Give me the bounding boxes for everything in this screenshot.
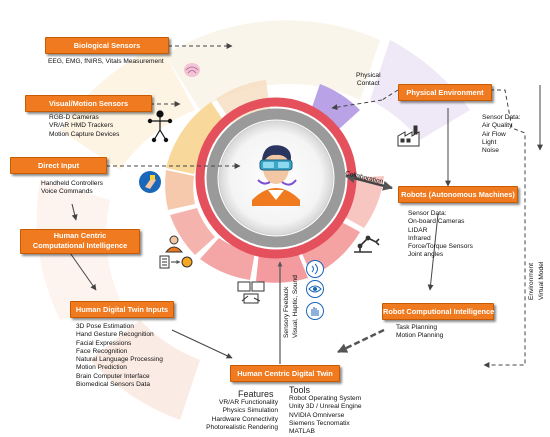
robot-sensor-item: LIDAR [408,226,428,234]
tool-item: NVIDIA Omniverse [289,411,345,419]
hand-controller-icon [139,171,161,193]
env-sensor-item: Air Flow [482,130,506,138]
robot-ci-list: Task Planning Motion Planning [396,324,443,341]
feature-item: VR/AR Functionality [219,399,278,406]
virtual-model-label: Virtual Model [538,261,545,300]
visual-item: RGB-D Cameras [49,114,99,121]
tools-heading: Tools [289,385,311,395]
hcci-line2: Computational Intelligence [32,241,128,250]
direct-item: Voice Commands [41,188,93,196]
eye-icon [306,280,324,298]
robot-to-hcdt-arrow [337,328,385,354]
hdt-item: Brain Computer Interface [76,372,150,380]
hcdt-box: Human Centric Digital Twin [230,365,340,382]
gray-ring [206,108,346,248]
robot-sensor-item: Force/Torque Sensors [408,243,473,251]
hdt-inputs-box: Human Digital Twin Inputs [70,301,174,318]
hdt-item: Motion Prediction [76,364,127,372]
collaboration-arrow [345,173,393,191]
visual-motion-sensors-box: Visual/Motion Sensors [25,95,152,112]
hdt-item: 3D Pose Estimation [76,323,134,330]
hdt-item: Hand Gesture Recognition [76,331,154,339]
robot-ci-item: Task Planning [396,324,438,331]
robot-sensor-item: Sensor Data: [408,210,447,217]
hcci-box: Human Centric Computational Intelligence [20,229,140,254]
hdt-item: Facial Expressions [76,339,132,347]
solid-arrows [67,85,543,359]
direct-input-box: Direct Input [10,157,107,174]
env-sensor-list: Sensor Data: Air Quality Air Flow Light … [482,114,520,155]
direct-input-list: Handheld Controllers Voice Commands [41,180,103,197]
tool-item: MATLAB [289,428,315,436]
hand-touch-icon [306,302,324,320]
env-sensor-item: Sensor Data: [482,114,521,121]
hdt-item: Face Recognition [76,347,128,355]
environment-label: Environment [528,262,535,300]
robot-ci-item: Motion Planning [396,332,444,340]
brain-scan-icon [184,63,200,77]
tools-list: Robot Operating System Unity 3D / Unreal… [289,395,362,436]
monitors-icon [237,281,265,304]
tool-item: Siemens Tecnomatix [289,419,350,427]
robot-arm-icon [354,235,380,253]
visual-item: VR/AR HMD Trackers [49,122,114,130]
feature-item: Photorealistic Rendering [206,423,278,431]
sensory-types-label: Visual, Haptic, Sound [292,275,299,338]
sensory-feedback-label: Sensory Feeback [283,286,290,338]
robot-ci-box: Robot Computional Intelligence [382,303,494,320]
visual-item: Motion Capture Devices [49,130,120,138]
env-sensor-item: Light [482,138,497,146]
vr-headset-human-icon [252,145,300,206]
feature-item: Physics Simulation [222,407,278,415]
features-list: VR/AR Functionality Physics Simulation H… [198,399,278,432]
biological-sensors-box: Biological Sensors [45,37,169,54]
motion-tracking-figure-icon [147,110,173,143]
env-sensor-item: Air Quality [482,122,513,130]
dashed-arrows [106,43,526,368]
direct-item: Handheld Controllers [41,180,103,187]
physical-environment-box: Physical Environment [398,84,492,101]
robots-box: Robots (Autonomous Machines) [398,186,518,203]
visual-sensors-list: RGB-D Cameras VR/AR HMD Trackers Motion … [49,114,119,139]
sound-wave-icon [306,260,324,278]
hdt-inputs-list: 3D Pose Estimation Hand Gesture Recognit… [76,323,163,389]
physical-contact-line: Physical [356,72,381,79]
robot-sensor-item: Infrared [408,234,431,242]
features-heading: Features [238,389,274,399]
team-person-icon [159,235,193,269]
physical-contact-label: Physical Contact [356,72,381,89]
hcci-line1: Human Centric [53,231,107,240]
hdt-item: Biomedical Sensors Data [76,381,151,389]
hdt-item: Natural Language Processing [76,356,163,364]
robot-sensor-list: Sensor Data: On-board Cameras LIDAR Infr… [408,210,473,260]
tool-item: Robot Operating System [289,395,362,402]
feature-item: Hardware Connectivity [211,415,278,423]
factory-icon [397,125,420,147]
robot-sensor-item: Joint angles [408,251,444,259]
env-sensor-item: Noise [482,147,499,155]
physical-contact-line: Contact [356,80,380,88]
robot-sensor-item: On-board Cameras [408,218,465,226]
tool-item: Unity 3D / Unreal Engine [289,403,362,411]
bio-sensors-desc: EEG, EMG, fNIRS, Vitals Measurement [48,58,164,65]
middle-ring [165,80,384,283]
